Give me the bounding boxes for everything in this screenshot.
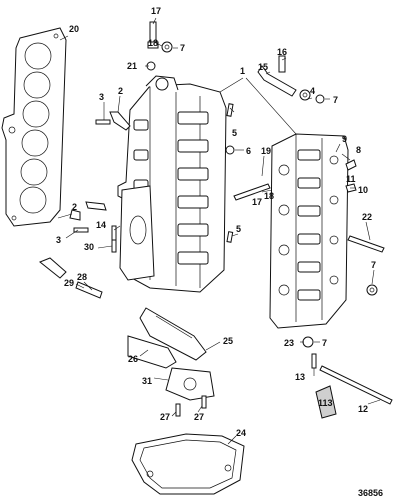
callout-25: 25 <box>223 336 233 346</box>
callout-7-bottom: 7 <box>322 338 327 348</box>
callout-11: 11 <box>346 174 356 184</box>
callout-26: 26 <box>128 354 138 364</box>
callout-30: 30 <box>84 242 94 252</box>
callout-29: 29 <box>64 278 74 288</box>
callout-7-top: 7 <box>180 43 185 53</box>
callout-27-left: 27 <box>160 412 170 422</box>
callout-4: 4 <box>310 86 315 96</box>
callout-15: 15 <box>258 62 268 72</box>
callout-1: 1 <box>240 66 245 76</box>
callout-28: 28 <box>77 272 87 282</box>
bolts-and-studs <box>39 103 393 405</box>
callout-17-top: 17 <box>151 6 161 16</box>
callout-10: 10 <box>358 185 368 195</box>
callout-7-right-top: 7 <box>333 95 338 105</box>
callout-18-right: 18 <box>264 191 274 201</box>
reference-number: 36856 <box>358 488 383 498</box>
callout-5-upper: 5 <box>232 128 237 138</box>
callout-3-lower: 3 <box>56 235 61 245</box>
callout-9: 9 <box>342 134 347 144</box>
callout-16: 16 <box>277 47 287 57</box>
leader-lines <box>57 17 381 445</box>
cover-gasket-part-24 <box>131 433 245 495</box>
callout-14: 14 <box>96 220 106 230</box>
callout-21: 21 <box>127 61 137 71</box>
callout-27-right: 27 <box>194 412 204 422</box>
callout-8: 8 <box>356 145 361 155</box>
fitting-parts-17-18-21 <box>146 21 173 71</box>
callout-labels: 17 18 7 21 20 1 16 15 4 7 3 2 5 6 19 18 … <box>56 6 376 438</box>
sealant-tube: 113 <box>315 385 337 419</box>
callout-17-right: 17 <box>252 197 262 207</box>
head-gasket-part-20 <box>1 27 67 227</box>
callout-23: 23 <box>284 338 294 348</box>
callout-19: 19 <box>261 146 271 156</box>
callout-31: 31 <box>142 376 152 386</box>
callout-7-right-mid: 7 <box>371 260 376 270</box>
callout-3-upper: 3 <box>99 92 104 102</box>
callout-5-lower: 5 <box>236 224 241 234</box>
cylinder-head-left <box>117 75 227 293</box>
timing-chain-guides <box>127 307 215 417</box>
callout-2-lower: 2 <box>72 202 77 212</box>
callout-22: 22 <box>362 212 372 222</box>
callout-12: 12 <box>358 404 368 414</box>
callout-6: 6 <box>246 146 251 156</box>
callout-24: 24 <box>236 428 246 438</box>
cylinder-head-right <box>269 133 349 329</box>
tube-label: 113 <box>318 398 333 408</box>
callout-13: 13 <box>295 372 305 382</box>
callout-18-top: 18 <box>148 38 158 48</box>
callout-20: 20 <box>69 24 79 34</box>
callout-2-upper: 2 <box>118 86 123 96</box>
